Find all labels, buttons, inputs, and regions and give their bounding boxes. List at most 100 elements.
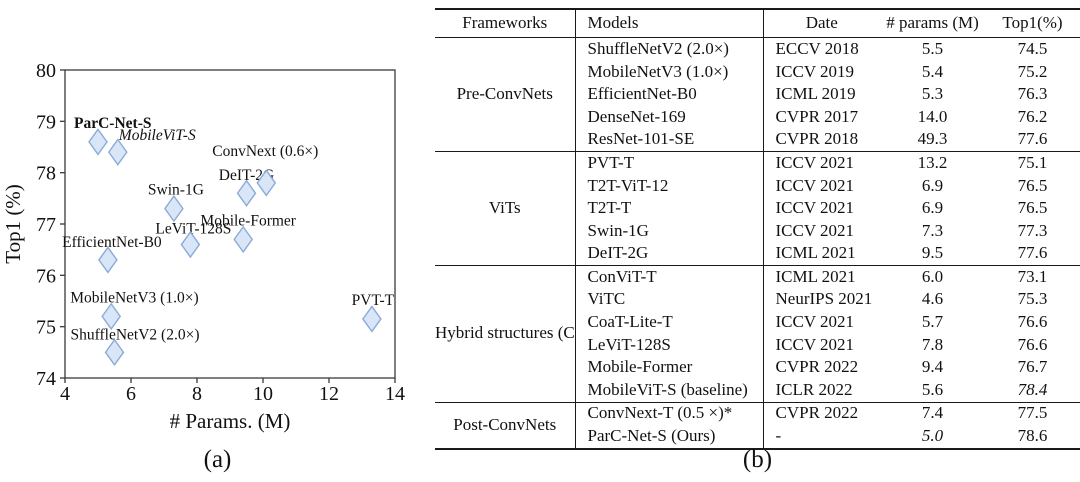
- data-point: [362, 305, 382, 333]
- x-tick-label: 10: [253, 383, 273, 405]
- data-point: [180, 230, 201, 259]
- point-label: ParC-Net-S: [74, 115, 151, 132]
- x-tick-label: 8: [192, 383, 202, 405]
- top1-cell: 76.5: [1017, 198, 1048, 218]
- point-label: PVT-T: [352, 292, 395, 309]
- date-cell: ICML 2021: [775, 243, 856, 263]
- header-params: # params (M): [880, 9, 985, 38]
- date-cell: NeurIPS 2021: [775, 289, 873, 309]
- model-cell: ConvNext-T (0.5 ×)*: [575, 401, 764, 426]
- header-top1: Top1(%): [985, 9, 1080, 38]
- params-cell: 5.3: [921, 84, 944, 104]
- data-point: [233, 225, 254, 254]
- table-row: Hybrid structures (ConvNet+ViT)ConViT-TI…: [435, 264, 1080, 402]
- params-cell: 6.9: [921, 198, 944, 218]
- point-label: EfficientNet-B0: [62, 234, 162, 251]
- y-tick-label: 80: [36, 60, 56, 82]
- top1-cell: 76.6: [1017, 334, 1048, 354]
- data-point: [164, 194, 184, 223]
- top1-cell: 77.5: [985, 401, 1080, 426]
- date-cell: ICCV 2021: [775, 198, 855, 218]
- y-tick-label: 74: [36, 368, 56, 390]
- header-date: Date: [763, 9, 880, 38]
- params-cell: 4.6: [921, 289, 944, 309]
- date-cell: CVPR 2022: [775, 357, 859, 377]
- framework-cell: Pre-ConvNets: [435, 37, 576, 152]
- x-axis-title: # Params. (M): [170, 409, 291, 433]
- top1-cell: 77.6: [1017, 243, 1048, 263]
- model-cell: DenseNet-169: [575, 105, 764, 129]
- model-cell: CoaT-Lite-T: [575, 311, 764, 334]
- date-cell: -: [775, 426, 782, 446]
- data-point: [107, 138, 128, 166]
- params-cell: 5.4: [921, 61, 944, 81]
- y-tick-label: 78: [36, 163, 56, 185]
- top1-cell: 76.3: [1017, 84, 1048, 104]
- params-cell: 6.9: [921, 175, 944, 195]
- date-cell: ICLR 2022: [775, 379, 853, 399]
- date-cell: ECCV 2018: [775, 38, 859, 58]
- date-cell: ICCV 2021: [763, 150, 880, 175]
- header-frameworks: Frameworks: [435, 9, 576, 38]
- x-tick-label: 6: [126, 383, 136, 405]
- point-label: Swin-1G: [148, 182, 204, 199]
- top1-cell: 75.2: [1017, 61, 1048, 81]
- data-point: [101, 302, 122, 331]
- params-cell: 9.4: [921, 357, 944, 377]
- date-cell: CVPR 2017: [775, 106, 859, 126]
- params-cell: 6.0: [880, 264, 985, 289]
- params-cell: 5.6: [921, 379, 944, 399]
- model-cell: ResNet-101-SE: [575, 128, 764, 152]
- framework-cell: Hybrid structures (ConvNet+ViT): [435, 264, 576, 402]
- date-cell: ICCV 2021: [775, 312, 855, 332]
- date-cell: ICCV 2021: [775, 175, 855, 195]
- top1-cell: 77.3: [1017, 220, 1048, 240]
- top1-cell: 74.5: [1017, 38, 1048, 58]
- top1-cell: 76.5: [1017, 175, 1048, 195]
- point-label: MobileNetV3 (1.0×): [70, 289, 198, 306]
- date-cell: ICML 2021: [763, 264, 880, 289]
- data-point: [256, 169, 277, 197]
- date-cell: ICML 2019: [775, 84, 856, 104]
- params-cell: 7.4: [880, 401, 985, 426]
- params-cell: 7.8: [921, 334, 944, 354]
- model-cell: ParC-Net-S (Ours): [575, 425, 764, 449]
- top1-cell: 78.6: [1017, 426, 1048, 446]
- x-tick-label: 4: [60, 383, 70, 405]
- params-cell: 13.2: [880, 150, 985, 175]
- top1-cell: 77.6: [1017, 129, 1048, 149]
- model-cell: ViTC: [575, 288, 764, 312]
- point-label: ConvNext (0.6×): [212, 143, 318, 160]
- x-tick-label: 12: [319, 383, 339, 405]
- top1-cell: 78.4: [1017, 379, 1048, 399]
- params-cell: 5.7: [921, 312, 944, 332]
- date-cell: CVPR 2018: [775, 129, 859, 149]
- framework-cell: ViTs: [435, 150, 576, 266]
- point-label: ShuffleNetV2 (2.0×): [71, 326, 200, 343]
- x-tick-label: 14: [385, 383, 405, 405]
- point-label: LeViT-128S: [155, 221, 231, 238]
- model-cell: LeViT-128S: [575, 333, 764, 357]
- params-cell: 7.3: [921, 220, 944, 240]
- date-cell: ICCV 2021: [775, 334, 855, 354]
- data-point: [88, 128, 108, 156]
- top1-cell: 76.2: [1017, 106, 1048, 126]
- params-cell: 5.5: [921, 38, 944, 58]
- params-cell: 14.0: [917, 106, 948, 126]
- params-cell: 5.0: [921, 426, 944, 446]
- y-tick-label: 76: [36, 265, 56, 287]
